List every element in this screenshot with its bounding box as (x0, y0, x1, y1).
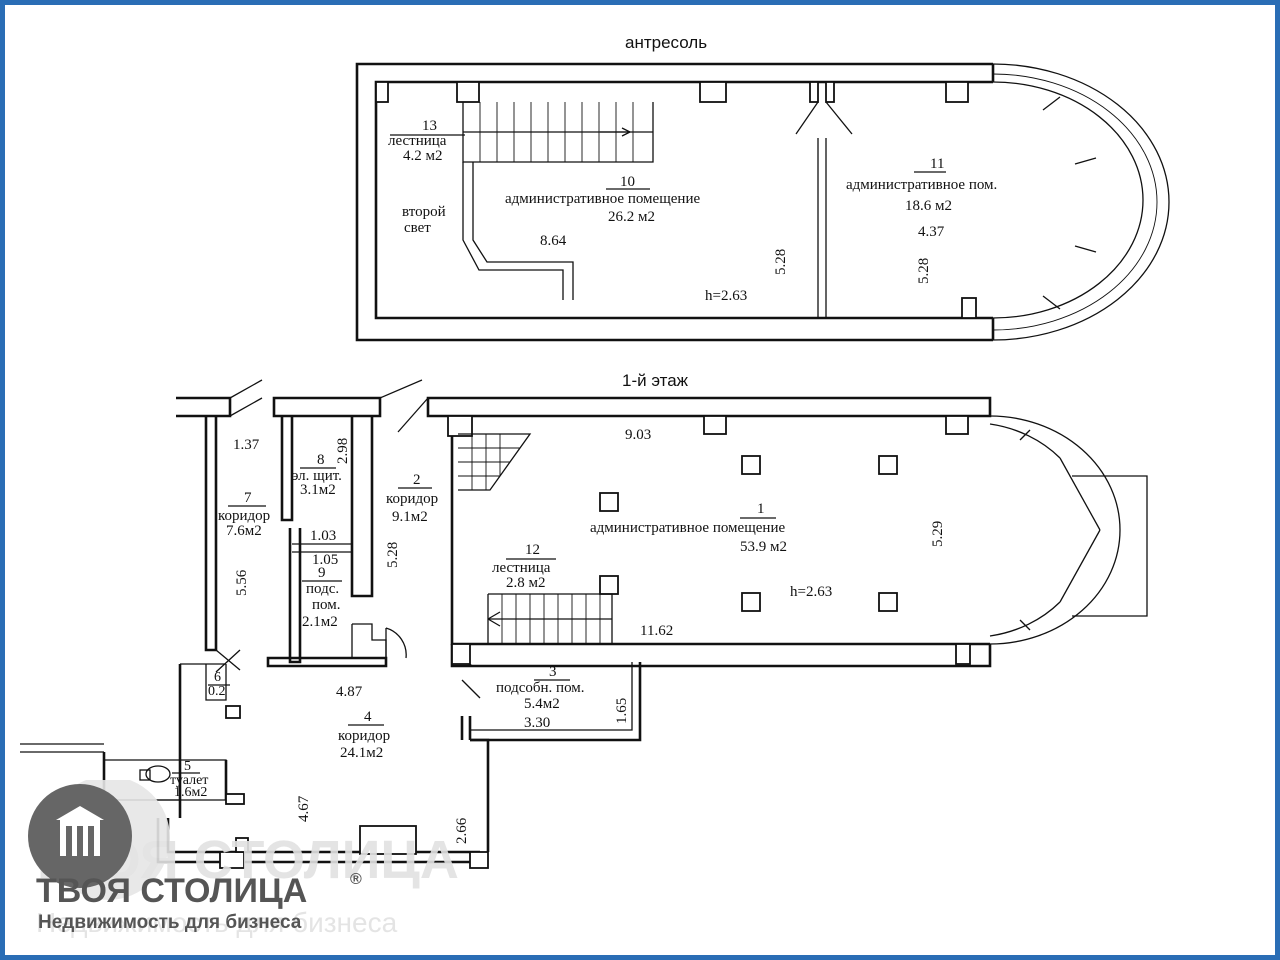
svg-text:4: 4 (364, 709, 372, 725)
room-1-label: 1 административное помещение 53.9 м2 (590, 501, 787, 555)
svg-text:1: 1 (757, 501, 765, 517)
room-12-label: 12 лестница 2.8 м2 (492, 542, 556, 591)
svg-text:5: 5 (184, 759, 191, 774)
svg-text:9.1м2: 9.1м2 (392, 509, 428, 525)
room-11-label: 11 административное пом. 18.6 м2 (846, 156, 997, 214)
svg-text:лестница: лестница (388, 133, 447, 149)
floor-dimension-487: 4.87 (336, 684, 363, 700)
svg-text:13: 13 (422, 118, 437, 134)
svg-text:12: 12 (525, 542, 540, 558)
room-10-label: 10 административное помещение 26.2 м2 (505, 174, 700, 225)
floor-dimension-266: 2.66 (454, 817, 470, 844)
floor-dimension-165: 1.65 (614, 698, 630, 724)
svg-text:подсобн. пом.: подсобн. пом. (496, 680, 585, 696)
mezzanine-dimension-length: 8.64 (540, 233, 567, 249)
svg-text:коридор: коридор (338, 728, 390, 744)
room-8-label: 8 эл. щит. 3.1м2 (292, 452, 342, 498)
floor-dimension-556: 5.56 (234, 569, 250, 596)
first-floor-header: 1-й этаж (622, 371, 689, 390)
room-4-label: 4 коридор 24.1м2 (338, 709, 390, 761)
floor-dimension-103: 1.03 (310, 528, 336, 544)
room-13-label: 13 лестница 4.2 м2 (388, 118, 465, 164)
svg-text:8: 8 (317, 452, 325, 468)
svg-text:2: 2 (413, 472, 421, 488)
svg-text:11: 11 (930, 156, 944, 172)
svg-text:9: 9 (318, 565, 326, 581)
svg-text:коридор: коридор (386, 491, 438, 507)
floor-dimension-298: 2.98 (335, 438, 351, 464)
floor-dimension-105: 1.05 (312, 552, 338, 568)
floor-height: h=2.63 (790, 584, 832, 600)
svg-text:3.1м2: 3.1м2 (300, 482, 336, 498)
floor-dimension-529: 5.29 (930, 521, 946, 547)
svg-text:18.6 м2: 18.6 м2 (905, 198, 952, 214)
svg-text:24.1м2: 24.1м2 (340, 745, 383, 761)
floor-dimension-330: 3.30 (524, 715, 550, 731)
svg-text:6: 6 (214, 670, 221, 685)
svg-text:7: 7 (244, 490, 252, 506)
svg-text:административное пом.: административное пом. (846, 177, 997, 193)
mezzanine-height: h=2.63 (705, 288, 747, 304)
floor-dimension-467: 4.67 (296, 795, 312, 822)
room-9-label: 9 подс. пом. 2.1м2 (302, 565, 342, 630)
logo-building-icon (28, 784, 132, 888)
svg-text:0.2: 0.2 (208, 684, 226, 699)
svg-text:административное помещение: административное помещение (590, 520, 785, 536)
logo-tagline: Недвижимость для бизнеса (38, 912, 302, 933)
brand-logo: ТВОЯ СТОЛИЦА Недвижимость для бизнеса ТВ… (28, 776, 588, 950)
svg-text:2.8 м2: 2.8 м2 (506, 575, 546, 591)
room-3-label: 3 подсобн. пом. 5.4м2 (496, 664, 585, 712)
svg-text:свет: свет (404, 220, 431, 236)
room-5-label: 5 туалет 1.6м2 (170, 759, 208, 800)
svg-text:2.1м2: 2.1м2 (302, 614, 338, 630)
svg-text:26.2 м2: 26.2 м2 (608, 209, 655, 225)
svg-text:лестница: лестница (492, 560, 551, 576)
first-floor-plan (20, 379, 1148, 869)
mezzanine-plan (355, 62, 1170, 342)
svg-text:второй: второй (402, 204, 446, 220)
svg-text:5.4м2: 5.4м2 (524, 696, 560, 712)
floor-dimension-528: 5.28 (385, 542, 401, 568)
room-7-label: 7 коридор 7.6м2 (218, 490, 270, 539)
mezzanine-header: антресоль (625, 33, 707, 52)
floor-dimension-1162: 11.62 (640, 623, 673, 639)
logo-name: ТВОЯ СТОЛИЦА (36, 872, 307, 910)
svg-text:53.9 м2: 53.9 м2 (740, 539, 787, 555)
svg-text:3: 3 (549, 664, 557, 680)
svg-text:пом.: пом. (312, 597, 340, 613)
room-2-label: 2 коридор 9.1м2 (386, 472, 438, 525)
svg-text:1.6м2: 1.6м2 (174, 785, 207, 800)
room-6-label: 6 0.2 (208, 670, 230, 699)
logo-registered-mark: ® (350, 871, 362, 888)
watermark-tagline: Недвижимость для бизнеса (36, 907, 398, 938)
mezzanine-dimension-width-a: 5.28 (773, 249, 789, 275)
svg-text:подс.: подс. (306, 581, 339, 597)
svg-text:10: 10 (620, 174, 635, 190)
mezzanine-dimension-437: 4.37 (918, 224, 945, 240)
floor-dimension-137: 1.37 (233, 437, 260, 453)
svg-text:туалет: туалет (170, 773, 208, 788)
mezzanine-dimension-width-b: 5.28 (916, 258, 932, 284)
svg-text:административное помещение: административное помещение (505, 191, 700, 207)
svg-text:коридор: коридор (218, 508, 270, 524)
svg-text:4.2 м2: 4.2 м2 (403, 148, 443, 164)
floor-dimension-903: 9.03 (625, 427, 651, 443)
second-light-label: второй свет (402, 204, 446, 236)
svg-text:эл. щит.: эл. щит. (292, 468, 342, 484)
svg-text:7.6м2: 7.6м2 (226, 523, 262, 539)
